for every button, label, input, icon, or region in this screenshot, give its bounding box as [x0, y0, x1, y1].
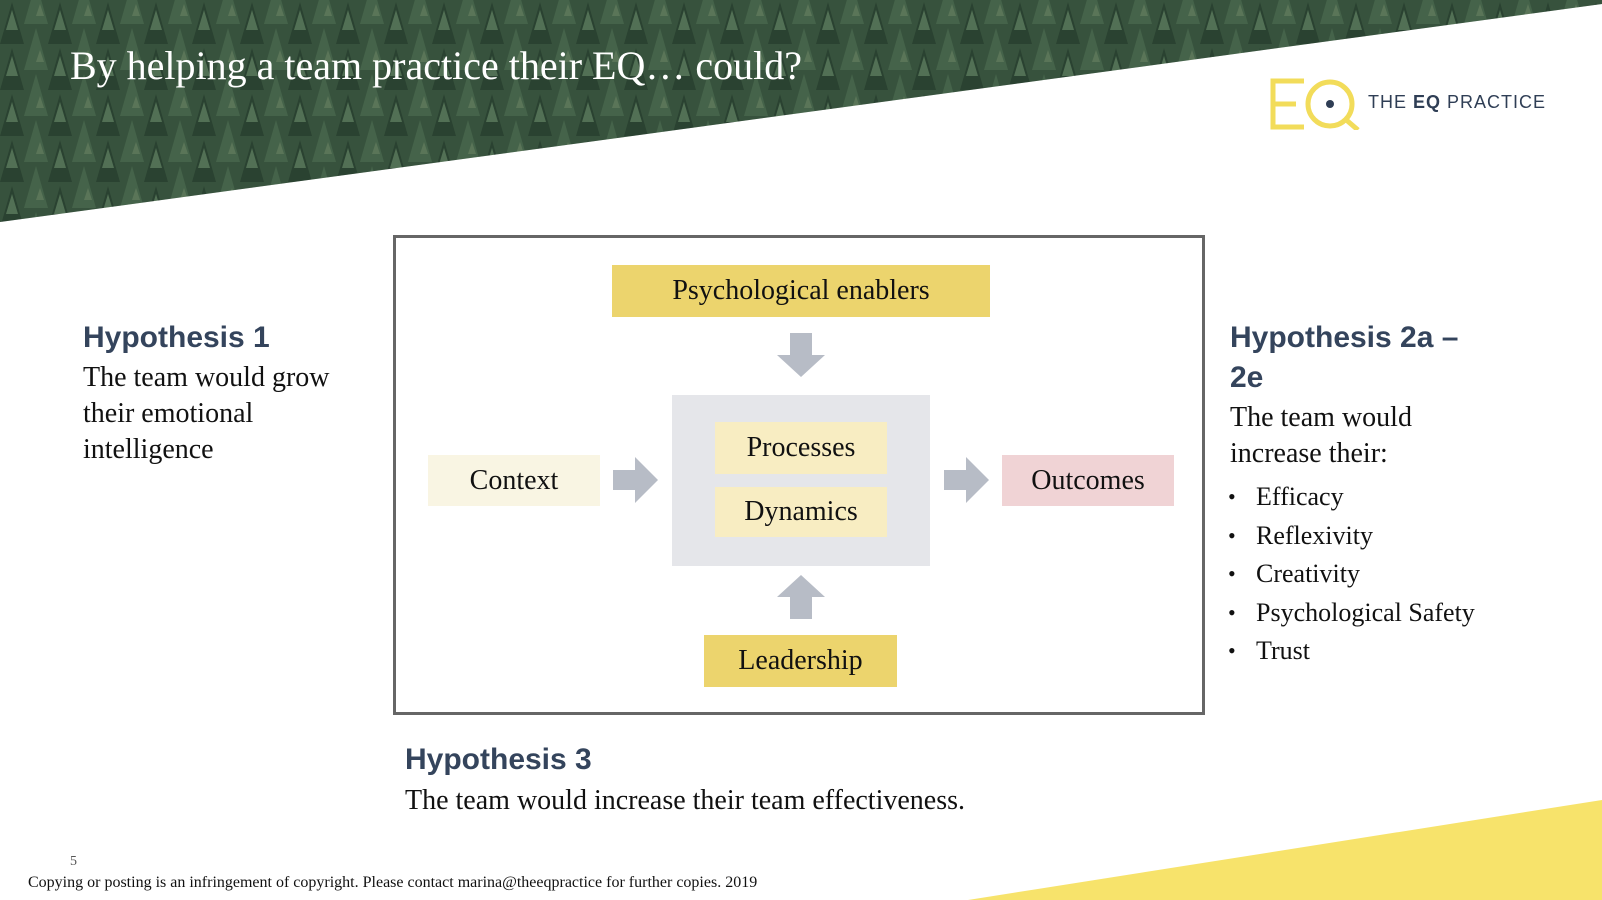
- context-box: Context: [428, 455, 600, 506]
- hypothesis-3: Hypothesis 3 The team would increase the…: [405, 740, 1205, 819]
- hypothesis-2-heading-line: Hypothesis 2a –: [1230, 321, 1459, 354]
- arrow-up-icon: [777, 575, 825, 619]
- hypothesis-1-line: The team would grow: [83, 362, 330, 393]
- list-item: Trust: [1228, 632, 1475, 671]
- psychological-enablers-box: Psychological enablers: [612, 265, 990, 317]
- leadership-box: Leadership: [704, 635, 897, 687]
- eq-logo-icon: [1270, 78, 1360, 130]
- copyright-notice: Copying or posting is an infringement of…: [28, 874, 758, 891]
- dynamics-box: Dynamics: [715, 487, 887, 537]
- hypothesis-3-heading: Hypothesis 3: [405, 743, 592, 776]
- logo-wordmark: THE EQ PRACTICE: [1368, 92, 1546, 113]
- logo-wordmark-prefix: THE: [1368, 92, 1414, 112]
- processes-box: Processes: [715, 422, 887, 474]
- hypothesis-2-heading: Hypothesis 2a – 2e: [1230, 318, 1550, 398]
- hypothesis-1: Hypothesis 1 The team would grow their e…: [83, 318, 383, 468]
- arrow-right-icon: [944, 457, 989, 503]
- list-item: Reflexivity: [1228, 517, 1475, 556]
- hypothesis-3-body: The team would increase their team effec…: [405, 785, 966, 816]
- hypothesis-2-heading-line: 2e: [1230, 361, 1264, 394]
- hypothesis-2-list: Efficacy Reflexivity Creativity Psycholo…: [1228, 478, 1475, 671]
- list-item: Creativity: [1228, 555, 1475, 594]
- list-item: Efficacy: [1228, 478, 1475, 517]
- hypothesis-2: Hypothesis 2a – 2e The team would increa…: [1230, 318, 1550, 472]
- hypothesis-1-heading: Hypothesis 1: [83, 321, 270, 354]
- hypothesis-2-intro-line: The team would: [1230, 402, 1412, 433]
- diagram-frame: [393, 235, 1205, 715]
- arrow-right-icon: [613, 457, 658, 503]
- hypothesis-1-line: their emotional: [83, 398, 254, 429]
- outcomes-box: Outcomes: [1002, 455, 1174, 506]
- hypothesis-1-body: The team would grow their emotional inte…: [83, 360, 383, 468]
- page-number: 5: [70, 854, 77, 869]
- hypothesis-2-intro-line: increase their:: [1230, 438, 1388, 469]
- logo-wordmark-suffix: PRACTICE: [1441, 92, 1547, 112]
- arrow-down-icon: [777, 333, 825, 377]
- hypothesis-1-line: intelligence: [83, 434, 214, 465]
- core-panel: [672, 395, 930, 566]
- list-item: Psychological Safety: [1228, 594, 1475, 633]
- slide-title: By helping a team practice their EQ… cou…: [70, 43, 802, 88]
- yellow-corner-band: [968, 800, 1602, 900]
- logo-wordmark-bold: EQ: [1413, 92, 1442, 112]
- hypothesis-2-intro: The team would increase their:: [1230, 400, 1550, 472]
